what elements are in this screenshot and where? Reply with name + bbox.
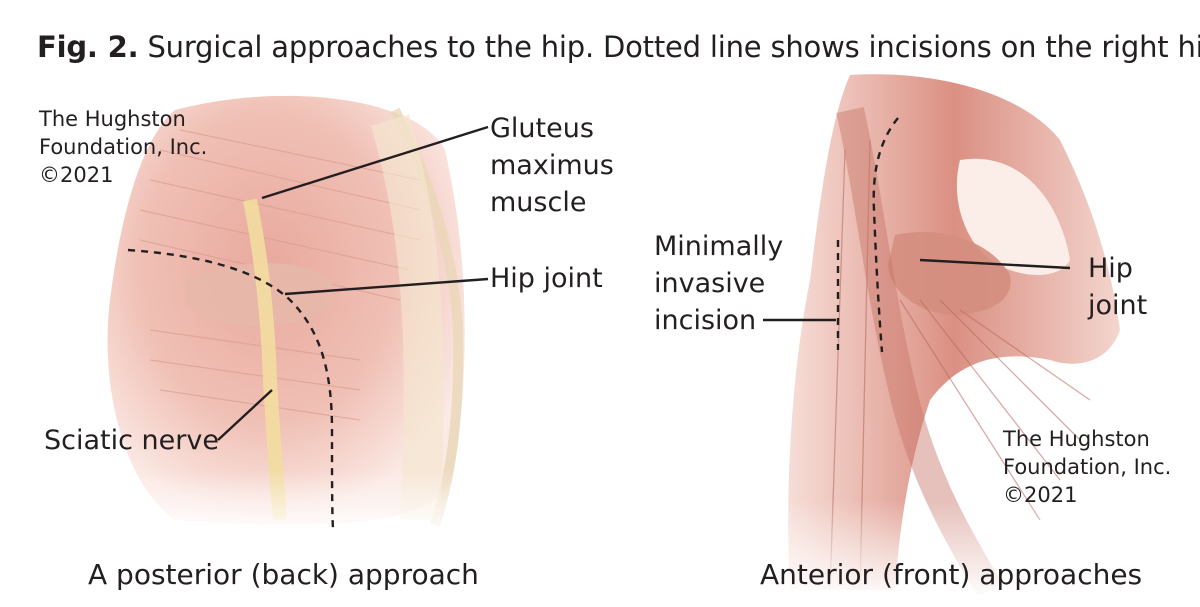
- posterior-caption: A posterior (back) approach: [88, 558, 479, 591]
- credit-line: The Hughston: [39, 107, 186, 131]
- iliac-region: [956, 158, 1070, 275]
- credit-line: Foundation, Inc.: [39, 135, 208, 159]
- label-line: Gluteus: [490, 113, 594, 144]
- label-line: Minimally: [654, 231, 784, 262]
- figure-number: Fig. 2.: [37, 30, 139, 64]
- anterior-credit: The Hughston Foundation, Inc. ©2021: [1003, 425, 1171, 509]
- anterior-hip-joint-label: Hip joint: [1088, 250, 1147, 324]
- minimally-invasive-label: Minimally invasive incision: [654, 228, 783, 339]
- sciatic-leader-line: [217, 389, 273, 441]
- posterior-view: [100, 95, 489, 540]
- credit-line: Foundation, Inc.: [1003, 455, 1172, 479]
- credit-line: ©2021: [1003, 483, 1078, 507]
- hip-joint-leader-line: [284, 277, 489, 296]
- anterior-caption: Anterior (front) approaches: [760, 558, 1143, 591]
- credit-line: ©2021: [39, 163, 114, 187]
- figure-title-text: Surgical approaches to the hip. Dotted l…: [147, 30, 1200, 64]
- gluteus-label: Gluteus maximus muscle: [490, 110, 614, 221]
- posterior-credit: The Hughston Foundation, Inc. ©2021: [39, 105, 207, 189]
- muscle-fibers: [139, 129, 421, 421]
- label-line: Hip: [1088, 253, 1133, 284]
- label-line: maximus: [490, 150, 614, 181]
- iliotibial-band: [370, 114, 444, 522]
- gluteus-leader-line: [261, 125, 489, 200]
- label-line: joint: [1088, 290, 1148, 321]
- anterior-hip-joint-leader-line: [919, 258, 1071, 270]
- label-line: muscle: [490, 187, 587, 218]
- credit-line: The Hughston: [1003, 427, 1150, 451]
- sciatic-nerve-label: Sciatic nerve: [44, 425, 219, 456]
- posterior-hip-joint-label: Hip joint: [490, 263, 603, 294]
- anterior-incision-line: [872, 117, 899, 353]
- label-line: incision: [654, 305, 757, 336]
- label-line: invasive: [654, 268, 766, 299]
- anterior-hip-joint: [888, 231, 1011, 315]
- posterior-incision-line: [127, 248, 335, 531]
- anterior-view: [763, 74, 1140, 600]
- figure-title: Fig. 2. Surgical approaches to the hip. …: [37, 30, 1200, 64]
